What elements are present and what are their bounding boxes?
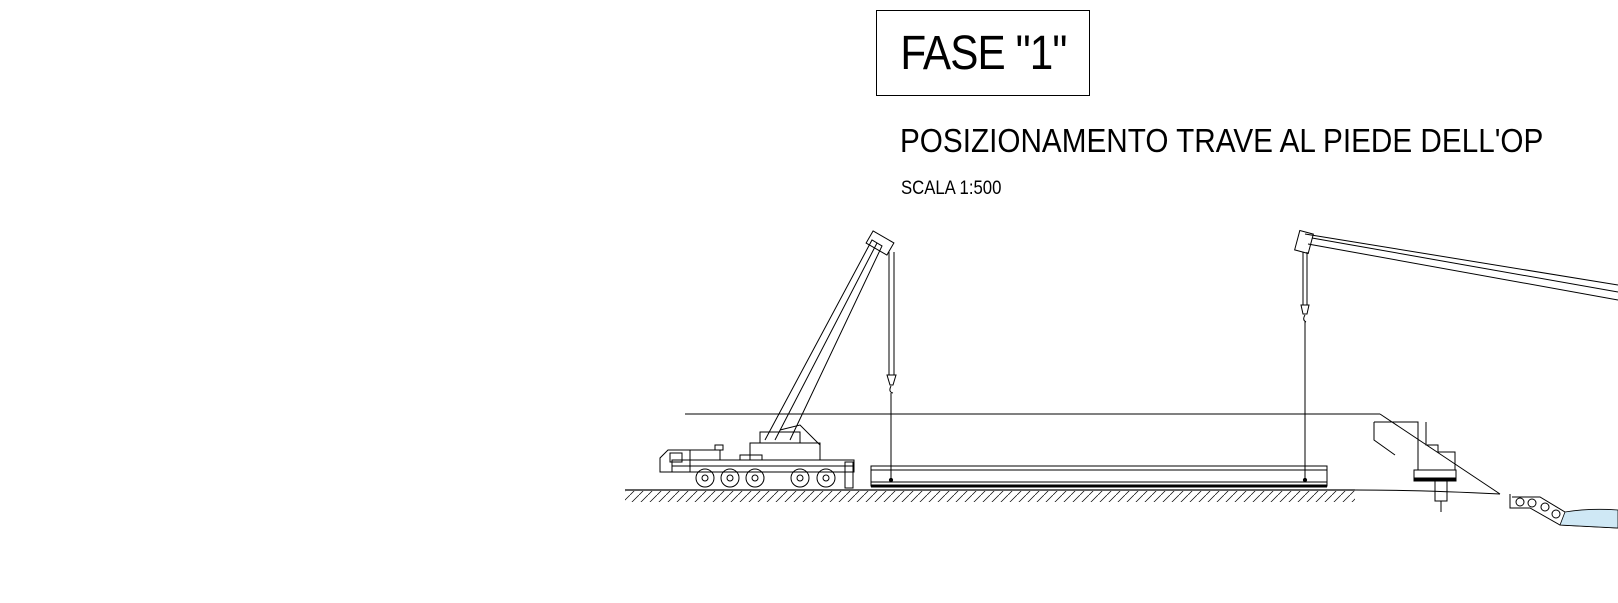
abutment [1373,421,1457,512]
drawing-title: POSIZIONAMENTO TRAVE AL PIEDE DELL'OP [900,122,1544,159]
crane-right-boom [1294,229,1618,480]
embankment-outline [685,413,1501,495]
water [1559,508,1618,529]
crane-wheels [695,468,836,488]
ground [625,489,1501,502]
scale-label: SCALA 1:500 [901,178,1002,199]
phase-label: FASE "1" [899,26,1067,80]
phase-box: FASE "1" [876,10,1090,96]
beam [870,465,1328,488]
mobile-crane-left [659,230,897,489]
